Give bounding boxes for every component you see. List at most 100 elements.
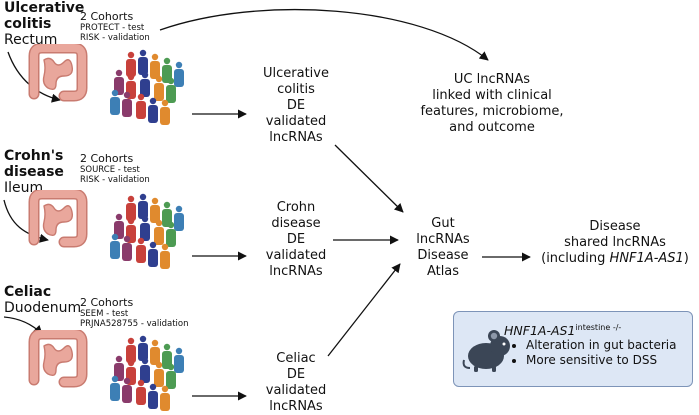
outcome-line: and outcome <box>449 120 535 135</box>
cohort-validation: PRJNA528755 - validation <box>80 319 189 329</box>
mouse-panel: HNF1A-AS1intestine -/- Alteration in gut… <box>453 311 693 387</box>
outcome-line: UC lncRNAs <box>453 72 531 87</box>
person-icon <box>110 89 120 115</box>
intestine-icon <box>28 44 88 102</box>
result-line: Celiac <box>276 351 316 366</box>
person-icon <box>122 91 132 117</box>
result-line: lncRNAs <box>269 399 323 414</box>
disease-name-line: disease <box>4 164 64 180</box>
atlas-line: Atlas <box>426 264 460 279</box>
person-icon <box>122 235 132 261</box>
mouse-icon <box>462 330 510 372</box>
disease-name-line: Ulcerative <box>4 0 85 16</box>
cohort-title: 2 Cohorts <box>80 296 134 309</box>
atlas: Gut lncRNAs Disease Atlas <box>402 216 484 280</box>
result-line: colitis <box>277 82 315 97</box>
cohort-test: SOURCE - test <box>80 165 140 175</box>
cohort-title: 2 Cohorts <box>80 152 134 165</box>
result-line: validated <box>265 248 327 263</box>
disease-crohn-label: Crohn's disease Ileum <box>4 148 64 196</box>
shared-prefix: (including <box>541 251 610 266</box>
mouse-genotype-sup: intestine -/- <box>575 323 622 332</box>
person-icon <box>160 243 170 269</box>
result-line: lncRNAs <box>269 264 323 279</box>
shared-gene: HNF1A-AS1 <box>609 251 684 266</box>
person-icon <box>174 61 184 87</box>
mouse-genotype: HNF1A-AS1intestine -/- <box>504 320 621 338</box>
person-icon <box>148 383 158 409</box>
mouse-bullets: Alteration in gut bacteria More sensitiv… <box>512 338 677 368</box>
person-icon <box>150 197 160 223</box>
person-icon <box>154 75 164 101</box>
atlas-line: Gut <box>431 216 455 231</box>
atlas-line: Disease <box>417 248 469 263</box>
person-icon <box>150 339 160 365</box>
person-icon <box>166 221 176 247</box>
result-line: DE <box>286 98 306 113</box>
person-icon <box>160 99 170 125</box>
cohort-title: 2 Cohorts <box>80 10 134 23</box>
uc-outcome: UC lncRNAs linked with clinical features… <box>412 72 572 136</box>
cohort-validation: RISK - validation <box>80 175 150 185</box>
intestine-icon <box>28 330 88 388</box>
people-group-icon <box>110 335 184 411</box>
mouse-bullet: Alteration in gut bacteria <box>526 338 677 353</box>
result-line: DE <box>286 232 306 247</box>
person-icon <box>136 93 146 119</box>
disease-celiac-label: Celiac Duodenum <box>4 284 81 316</box>
disease-uc-label: Ulcerative colitis Rectum <box>4 0 84 48</box>
result-line: lncRNAs <box>269 130 323 145</box>
person-icon <box>148 241 158 267</box>
result-uc: Ulcerative colitis DE validated lncRNAs <box>248 66 344 146</box>
people-group-icon <box>110 49 184 125</box>
arrow-celiac-atlas <box>327 263 401 357</box>
shared-line: shared lncRNAs <box>564 235 666 250</box>
disease-site: Duodenum <box>4 300 82 316</box>
person-icon <box>140 357 150 383</box>
shared-line: Disease <box>589 219 641 234</box>
intestine-icon <box>28 190 88 248</box>
pointer-crohn <box>3 199 49 243</box>
cohort-uc: 2 Cohorts PROTECT - test RISK - validati… <box>80 10 150 43</box>
cohort-crohn: 2 Cohorts SOURCE - test RISK - validatio… <box>80 152 150 185</box>
arrow-uc-to-outcome <box>159 8 489 61</box>
person-icon <box>110 233 120 259</box>
disease-name-line: Celiac <box>4 284 52 300</box>
shared-lncrnas: Disease shared lncRNAs (including HNF1A-… <box>532 219 698 267</box>
person-icon <box>160 385 170 411</box>
shared-line: (including HNF1A-AS1) <box>532 251 698 267</box>
person-icon <box>114 355 124 381</box>
mouse-gene: HNF1A-AS1 <box>504 323 576 338</box>
atlas-line: lncRNAs <box>416 232 470 247</box>
result-crohn: Crohn disease DE validated lncRNAs <box>248 200 344 280</box>
mouse-bullet: More sensitive to DSS <box>526 353 677 368</box>
result-line: Crohn <box>276 200 316 215</box>
person-icon <box>154 361 164 387</box>
result-line: disease <box>271 216 321 231</box>
person-icon <box>136 237 146 263</box>
person-icon <box>140 215 150 241</box>
result-celiac: Celiac DE validated lncRNAs <box>248 351 344 415</box>
person-icon <box>140 71 150 97</box>
outcome-line: linked with clinical <box>432 88 552 103</box>
person-icon <box>110 375 120 401</box>
disease-name-line: Crohn's <box>4 148 64 164</box>
person-icon <box>126 51 136 77</box>
person-icon <box>174 205 184 231</box>
person-icon <box>166 77 176 103</box>
person-icon <box>136 379 146 405</box>
person-icon <box>166 363 176 389</box>
cohort-validation: RISK - validation <box>80 33 150 43</box>
person-icon <box>138 193 148 219</box>
person-icon <box>138 49 148 75</box>
person-icon <box>126 337 136 363</box>
person-icon <box>154 219 164 245</box>
person-icon <box>126 195 136 221</box>
result-line: validated <box>265 114 327 129</box>
result-line: validated <box>265 383 327 398</box>
outcome-line: features, microbiome, <box>420 104 564 119</box>
person-icon <box>122 377 132 403</box>
cohort-test: SEEM - test <box>80 309 129 319</box>
cohort-test: PROTECT - test <box>80 23 145 33</box>
